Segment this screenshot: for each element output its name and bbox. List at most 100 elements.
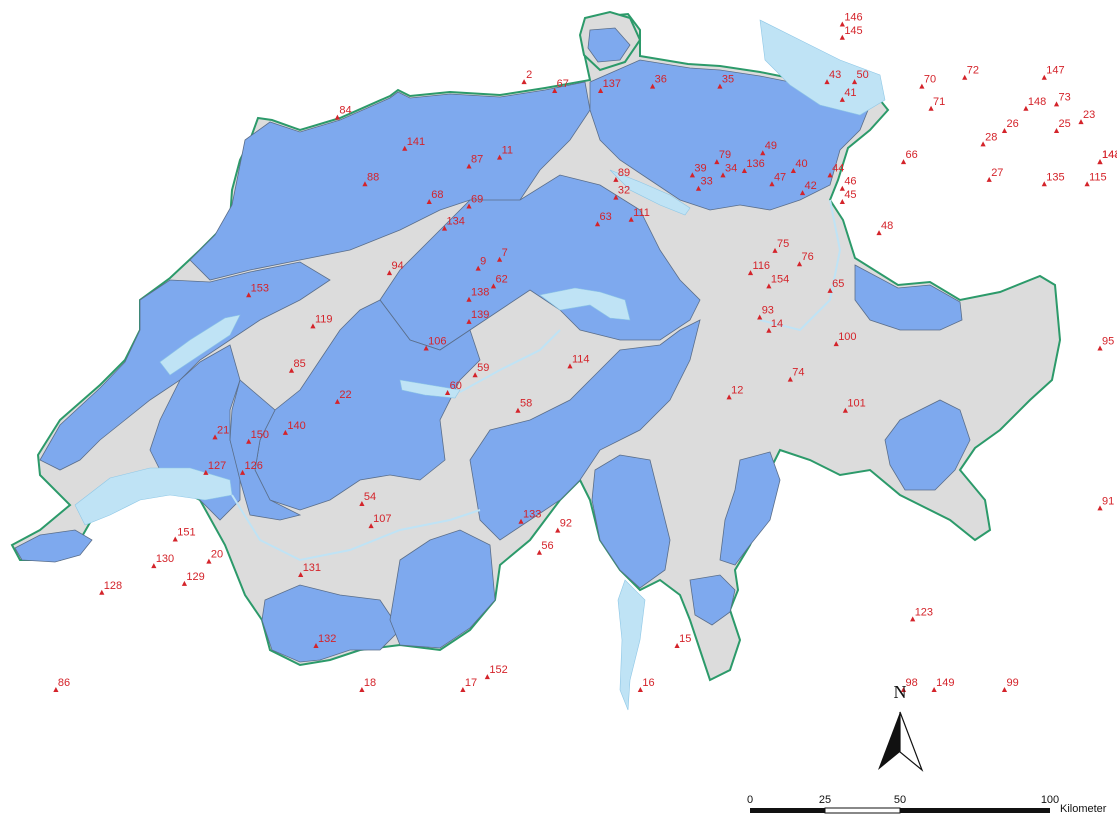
station-label-114: 114 (572, 353, 590, 365)
station-marker-129 (181, 580, 188, 586)
station-marker-44 (827, 172, 833, 178)
station-label-140: 140 (287, 420, 305, 432)
station-marker-130 (151, 563, 157, 569)
station-label-59: 59 (477, 362, 489, 374)
station-marker-115 (1084, 181, 1090, 187)
station-marker-152 (484, 674, 490, 680)
station-label-42: 42 (805, 180, 817, 192)
station-label-9: 9 (480, 256, 486, 268)
station-label-28: 28 (985, 131, 997, 143)
scale-tick-label-25: 25 (819, 794, 831, 806)
station-marker-139 (466, 318, 472, 324)
station-marker-75 (772, 247, 778, 253)
station-label-100: 100 (838, 331, 856, 343)
station-marker-74 (787, 376, 793, 382)
station-marker-92 (555, 527, 561, 533)
station-label-72: 72 (967, 65, 979, 77)
station-marker-99 (1001, 687, 1008, 692)
station-label-129: 129 (186, 571, 204, 583)
station-marker-16 (637, 687, 643, 692)
scale-segment-3 (900, 808, 1050, 813)
station-marker-136 (741, 167, 747, 173)
station-marker-41 (839, 96, 845, 102)
station-label-73: 73 (1059, 91, 1071, 103)
station-marker-140 (282, 429, 288, 435)
station-marker-62 (490, 283, 497, 289)
station-label-32: 32 (618, 185, 630, 197)
station-label-154: 154 (771, 273, 789, 285)
catchment-valais-southwest (261, 584, 401, 663)
station-label-67: 67 (557, 78, 569, 90)
station-label-128: 128 (104, 580, 122, 592)
catchment-valais-south (389, 529, 496, 649)
station-marker-2 (521, 79, 527, 85)
station-label-138: 138 (471, 287, 489, 299)
station-marker-69 (466, 203, 472, 209)
station-marker-15 (674, 643, 680, 649)
station-marker-34 (720, 172, 726, 178)
station-label-15: 15 (679, 633, 691, 645)
station-label-131: 131 (303, 562, 321, 574)
station-marker-146 (839, 21, 845, 27)
station-marker-94 (386, 270, 393, 276)
station-marker-114 (567, 363, 573, 369)
station-marker-33 (695, 185, 702, 191)
station-marker-131 (298, 572, 304, 577)
station-label-66: 66 (906, 149, 918, 161)
station-label-76: 76 (801, 251, 813, 263)
station-marker-40 (790, 167, 796, 173)
station-label-49: 49 (765, 140, 777, 152)
lake-geneva (74, 467, 233, 526)
station-label-136: 136 (746, 158, 764, 170)
station-label-127: 127 (208, 460, 226, 472)
station-label-68: 68 (431, 189, 443, 201)
station-label-25: 25 (1059, 118, 1071, 130)
station-marker-86 (53, 687, 59, 692)
station-marker-48 (876, 230, 882, 236)
station-label-130: 130 (156, 553, 174, 565)
scale-tick-label-100: 100 (1041, 794, 1059, 806)
station-label-134: 134 (447, 216, 465, 228)
station-label-74: 74 (792, 367, 804, 379)
station-label-94: 94 (391, 260, 403, 272)
station-marker-150 (246, 438, 252, 444)
station-marker-70 (919, 83, 925, 89)
station-label-17: 17 (465, 677, 477, 689)
station-marker-95 (1097, 345, 1103, 351)
station-marker-11 (497, 154, 503, 160)
catchment-fribourg (229, 379, 302, 521)
station-marker-58 (515, 407, 521, 413)
station-label-146: 146 (844, 11, 862, 23)
station-marker-85 (288, 367, 295, 373)
river-aare (459, 329, 561, 393)
station-marker-134 (441, 225, 448, 231)
station-marker-35 (717, 83, 723, 89)
station-label-34: 34 (725, 162, 737, 174)
station-label-150: 150 (251, 429, 269, 441)
station-label-147: 147 (1046, 65, 1064, 77)
station-label-133: 133 (523, 509, 541, 521)
station-marker-67 (552, 88, 558, 94)
station-marker-84 (334, 114, 341, 120)
station-label-137: 137 (603, 78, 621, 90)
station-label-86: 86 (58, 677, 70, 689)
north-arrow: N (878, 682, 924, 772)
station-marker-149 (931, 687, 937, 692)
station-label-47: 47 (774, 171, 786, 183)
station-label-135: 135 (1046, 171, 1064, 183)
catchment-northeast (589, 59, 871, 211)
station-marker-135 (1041, 181, 1047, 187)
station-marker-88 (362, 181, 368, 187)
scale-unit-label: Kilometer (1060, 803, 1107, 815)
station-marker-116 (747, 270, 754, 276)
catchment-areas (14, 27, 971, 663)
station-marker-14 (766, 327, 772, 333)
station-marker-101 (842, 407, 848, 413)
station-label-75: 75 (777, 238, 789, 250)
catchment-geneva (14, 529, 93, 563)
station-marker-39 (689, 172, 695, 178)
station-marker-60 (444, 389, 451, 395)
